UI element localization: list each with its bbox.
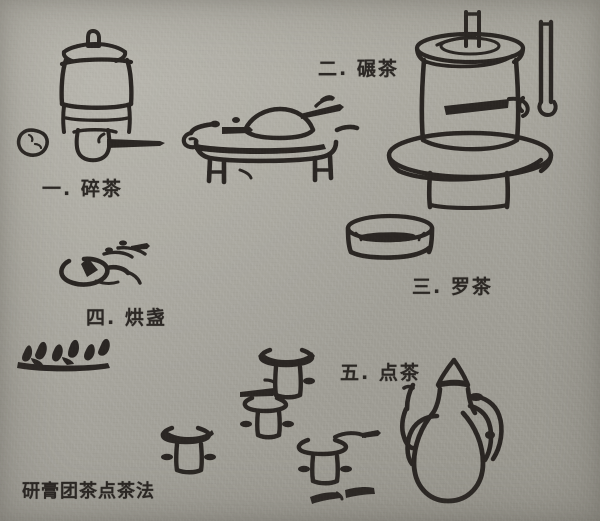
- tea-bowl-on-stand-drawing: [296, 430, 381, 486]
- tea-bowl-on-stand-drawing: [240, 347, 315, 400]
- step-label-sift-tea: 三. 罗茶: [412, 276, 493, 298]
- step-label-whisk-tea: 五. 点茶: [340, 362, 421, 384]
- charcoal-flames-drawing: [17, 338, 110, 372]
- step-label-crush-tea: 一. 碎茶: [42, 178, 123, 200]
- warming-bowl-drawing: [59, 240, 150, 287]
- tea-utensils-drawing: [310, 486, 375, 504]
- mortar-and-tea-cake-drawing: [16, 29, 165, 163]
- step-label-grind-tea: 二. 碾茶: [318, 58, 399, 80]
- grinding-boat-drawing: [181, 95, 360, 185]
- tea-mill-drawing: [386, 10, 558, 210]
- tea-bowl-on-stand-drawing: [240, 395, 294, 440]
- tea-sieve-drawing: [345, 213, 435, 260]
- tea-bowl-on-stand-drawing: [160, 425, 216, 475]
- figure-caption: 研膏团茶点茶法: [22, 481, 155, 502]
- step-label-warm-cups: 四. 烘盏: [86, 307, 167, 329]
